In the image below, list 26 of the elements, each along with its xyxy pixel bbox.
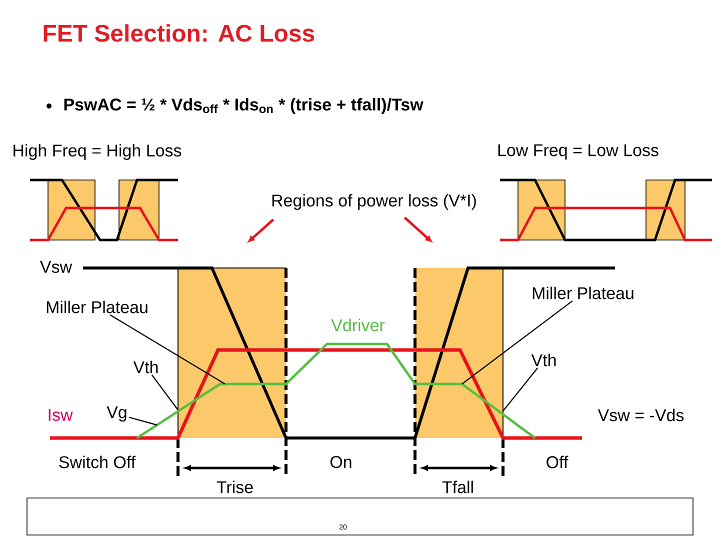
heading-label: High Freq = High Loss [14,144,182,160]
leader-line [110,314,226,384]
leader-line [151,374,178,410]
leader-line [462,300,573,384]
state-label: Switch Off [59,456,136,468]
region-label: Regions of power loss (V*I) [272,194,476,210]
dimension-label: Trise [216,480,253,494]
heading-label: Low Freq = Low Loss [498,144,658,160]
signal-label: Vsw [40,261,72,273]
state-label: Off [546,456,568,468]
signal-label: Isw [48,409,73,421]
arrow [404,216,432,242]
arrow [248,218,274,242]
formula-text: PswAC = ½ * Vds$_{off}$ * Ids$_{on}$ * (trise + tfall)/Tsw [64,98,424,114]
leader-line [128,416,158,426]
callout-label: Vg [106,406,126,422]
state-label: On [330,456,352,468]
signal-label: Vsw = -Vds [598,408,684,422]
leader-line [502,368,538,412]
callout-label: Vth [133,360,158,374]
signal-label: Vdriver [331,318,385,332]
callout-label: Miller Plateau [46,300,148,314]
callout-label: Miller Plateau [532,286,634,300]
dimension-label: Tfall [442,480,473,494]
callout-label: Vth [531,354,556,366]
title: FET Selection: AC Loss [44,24,314,42]
